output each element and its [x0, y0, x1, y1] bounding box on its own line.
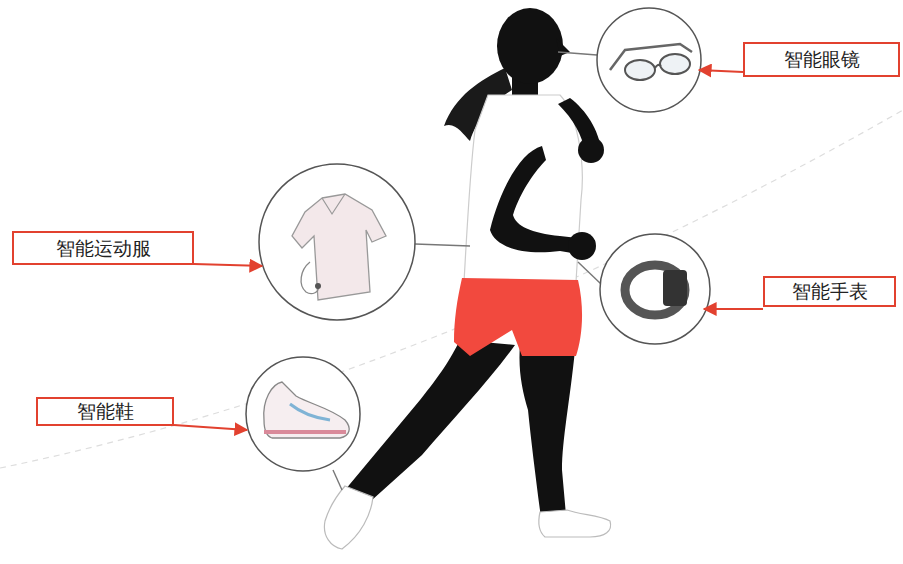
label-text: 智能手表 [792, 281, 868, 302]
pointer-arrow [194, 264, 262, 266]
sports-shirt [292, 194, 386, 300]
label-box: 智能运动服 [12, 231, 194, 265]
label-box: 智能鞋 [36, 397, 174, 426]
running-shorts [454, 278, 582, 356]
glasses-lens [625, 60, 655, 80]
pointer-arrow [174, 425, 247, 430]
glasses-bridge [655, 65, 661, 68]
label-text: 智能眼镜 [784, 49, 860, 70]
glasses-lens [660, 54, 690, 74]
smart-shoe [264, 382, 349, 438]
callout-circle [259, 164, 415, 320]
watch-face [663, 270, 687, 306]
back-leg [345, 340, 515, 500]
back-fist [568, 232, 596, 260]
glasses-callout [597, 8, 701, 112]
shirt-wire [301, 262, 318, 294]
shirt-sensor [315, 283, 321, 289]
watch-callout [600, 234, 710, 344]
pointer-arrow [704, 308, 763, 310]
shirt-collar [322, 194, 345, 214]
callout-circle [600, 234, 710, 344]
front-leg [519, 345, 575, 518]
label-box: 智能手表 [763, 276, 896, 307]
leader-line [558, 52, 597, 55]
pointer-arrows [174, 70, 763, 430]
leader-line [415, 244, 470, 246]
label-text: 智能鞋 [77, 401, 134, 422]
shirt-callout [259, 164, 415, 320]
callout-circle [597, 8, 701, 112]
leader-line [578, 262, 601, 284]
shoe-sole [264, 430, 346, 434]
callout-circle [246, 357, 360, 471]
shoe-callout [246, 357, 360, 471]
front-fist [578, 137, 604, 163]
shoe-stripe [290, 404, 330, 420]
front-shoe [539, 510, 611, 537]
label-box: 智能眼镜 [743, 42, 900, 77]
back-shoe [324, 486, 373, 549]
head [497, 8, 563, 84]
label-text: 智能运动服 [56, 238, 151, 259]
pointer-arrow [699, 70, 743, 72]
leader-line [333, 470, 342, 490]
